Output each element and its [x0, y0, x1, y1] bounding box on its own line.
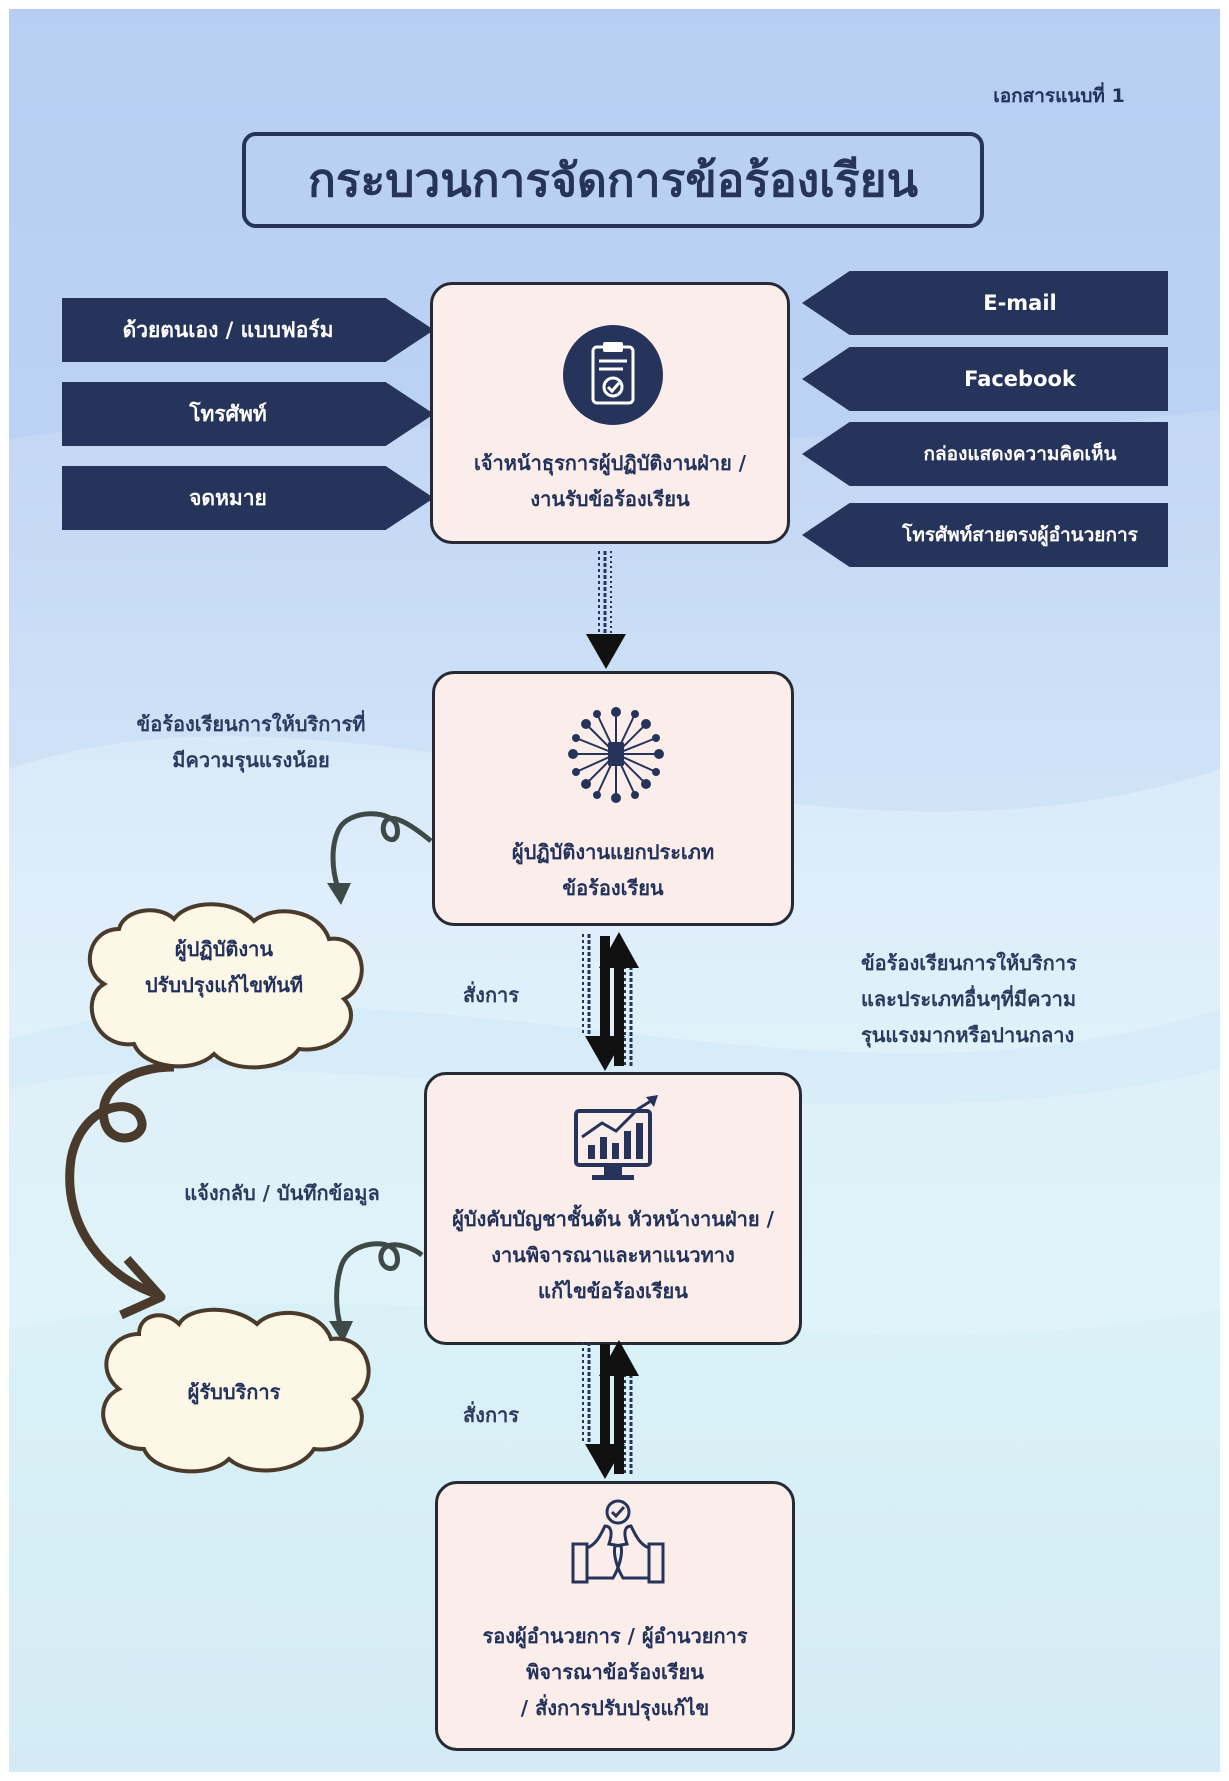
- channel-email: E-mail: [802, 271, 1168, 335]
- page-title: กระบวนการจัดการข้อร้องเรียน: [242, 132, 984, 228]
- channel-facebook: Facebook: [802, 347, 1168, 411]
- channel-in-person: ด้วยตนเอง / แบบฟอร์ม: [62, 298, 434, 362]
- note-feedback: แจ้งกลับ / บันทึกข้อมูล: [184, 1181, 380, 1205]
- channel-director-hotline: โทรศัพท์สายตรงผู้อำนวยการ: [802, 503, 1168, 567]
- step-1-line-2: งานรับข้อร้องเรียน: [530, 487, 690, 511]
- bidirectional-arrow-1: [582, 932, 639, 1071]
- curly-arrow-to-cloud-1: [330, 811, 433, 892]
- note-major-line-2: และประเภทอื่นๆที่มีความ: [861, 987, 1077, 1011]
- step-classify-complaint: ผู้ปฏิบัติงานแยกประเภท ข้อร้องเรียน: [432, 671, 794, 926]
- down-arrow-1: [586, 551, 626, 669]
- note-major-line-1: ข้อร้องเรียนการให้บริการ: [861, 951, 1077, 975]
- step-3-line-2: งานพิจารณาและหาแนวทาง: [491, 1243, 735, 1267]
- bidirectional-arrow-2: [582, 1340, 639, 1479]
- curly-arrow-to-cloud-2: [334, 1241, 424, 1328]
- cloud-service-recipient: [101, 1307, 371, 1474]
- clipboard-check-icon: [563, 325, 663, 425]
- step-1-line-1: เจ้าหน้าธุรการผู้ปฏิบัติงานฝ่าย /: [473, 451, 747, 475]
- network-hub-icon: [568, 707, 664, 803]
- note-minor-complaint: ข้อร้องเรียนการให้บริการที่ มีความรุนแรง…: [81, 706, 421, 778]
- connector-layer: [65, 811, 433, 1474]
- feedback-arrow: [65, 1062, 175, 1299]
- step-4-line-3: / สั่งการปรับปรุงแก้ไข: [520, 1696, 710, 1720]
- step-supervisor-review: ผู้บังคับบัญชาชั้นต้น หัวหน้างานฝ่าย / ง…: [424, 1072, 802, 1345]
- channel-phone: โทรศัพท์: [62, 382, 434, 446]
- step-director-decision: รองผู้อำนวยการ / ผู้อำนวยการ พิจารณาข้อร…: [435, 1481, 795, 1751]
- step-receive-complaint: เจ้าหน้าธุรการผู้ปฏิบัติงานฝ่าย / งานรับ…: [430, 282, 790, 544]
- step-3-line-3: แก้ไขข้อร้องเรียน: [538, 1279, 688, 1303]
- note-major-complaint: ข้อร้องเรียนการให้บริการ และประเภทอื่นๆท…: [861, 945, 1181, 1053]
- poster: เอกสารแนบที่ 1 กระบวนการจัดการข้อร้องเรี…: [9, 9, 1220, 1772]
- step-2-line-1: ผู้ปฏิบัติงานแยกประเภท: [511, 840, 715, 864]
- cloud-1-line-1: ผู้ปฏิบัติงาน: [174, 937, 274, 961]
- channel-letter: จดหมาย: [62, 466, 434, 530]
- cloud-1-line-2: ปรับปรุงแก้ไขทันที: [144, 973, 304, 997]
- cloud-service-recipient-text: ผู้รับบริการ: [187, 1380, 281, 1404]
- document-number: เอกสารแนบที่ 1: [993, 85, 1125, 107]
- note-minor-line-2: มีความรุนแรงน้อย: [172, 748, 330, 772]
- channel-comment-box: กล่องแสดงความคิดเห็น: [802, 422, 1168, 486]
- cloud-immediate-fix-text: ผู้ปฏิบัติงาน ปรับปรุงแก้ไขทันที: [99, 931, 349, 1003]
- step-3-line-1: ผู้บังคับบัญชาชั้นต้น หัวหน้างานฝ่าย /: [452, 1207, 774, 1231]
- note-major-line-3: รุนแรงมากหรือปานกลาง: [861, 1023, 1075, 1047]
- cloud-immediate-fix: [87, 902, 364, 1070]
- note-minor-line-1: ข้อร้องเรียนการให้บริการที่: [136, 712, 366, 736]
- note-command-2: สั่งการ: [462, 1403, 520, 1427]
- step-2-line-2: ข้อร้องเรียน: [562, 876, 664, 900]
- step-4-line-1: รองผู้อำนวยการ / ผู้อำนวยการ: [482, 1624, 748, 1648]
- note-command-1: สั่งการ: [462, 983, 520, 1007]
- thumbs-up-check-icon: [571, 1499, 665, 1584]
- step-4-line-2: พิจารณาข้อร้องเรียน: [526, 1660, 704, 1684]
- analytics-monitor-icon: [574, 1095, 658, 1180]
